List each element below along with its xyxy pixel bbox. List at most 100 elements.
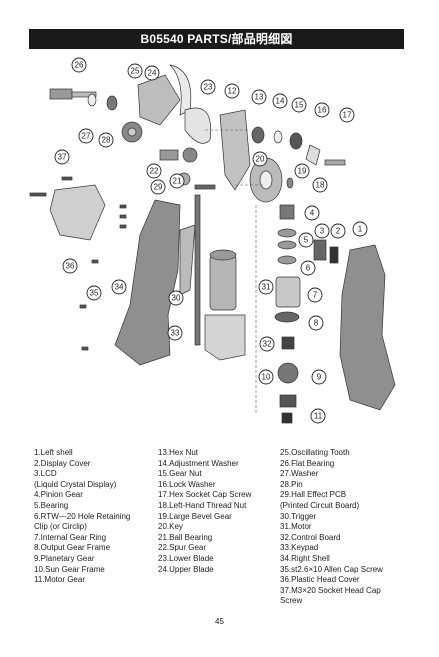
svg-text:29: 29 [154, 183, 163, 192]
legend-item: 5.Bearing [34, 500, 69, 510]
callout-11: 11 [310, 408, 326, 424]
callout-4: 4 [304, 205, 320, 221]
legend-item: 30.Trigger [280, 511, 317, 521]
svg-text:17: 17 [343, 111, 352, 120]
svg-text:35: 35 [90, 289, 99, 298]
legend-item: 3.LCD [34, 469, 57, 479]
svg-text:20: 20 [256, 155, 265, 164]
exploded-parts-diagram: 26 25 24 23 12 13 14 15 16 17 27 28 22 2… [29, 57, 396, 424]
legend-item: 25.Oscillating Tooth [280, 448, 350, 457]
svg-text:24: 24 [148, 69, 157, 78]
legend-item: 21.Ball Bearing [158, 532, 213, 542]
callout-31: 31 [258, 279, 274, 295]
svg-text:1: 1 [358, 225, 363, 234]
callout-35: 35 [86, 285, 102, 301]
callout-25: 25 [127, 63, 143, 79]
svg-text:3: 3 [320, 227, 325, 236]
svg-text:31: 31 [262, 283, 271, 292]
svg-text:13: 13 [255, 93, 264, 102]
svg-text:11: 11 [314, 412, 323, 421]
callout-27: 27 [78, 128, 94, 144]
legend-item: 10.Sun Gear Frame [34, 564, 105, 574]
callout-15: 15 [291, 97, 307, 113]
legend-item: 24.Upper Blade [158, 564, 214, 574]
legend-item: 13.Hex Nut [158, 448, 199, 457]
legend-item: (Liquid Crystal Display) [34, 479, 117, 489]
svg-text:10: 10 [262, 373, 271, 382]
legend-item: 35.st2.6×10 Allen Cap Screw [280, 564, 383, 574]
callout-5: 5 [298, 232, 314, 248]
callout-14: 14 [272, 93, 288, 109]
legend-item: 11.Motor Gear [34, 575, 85, 585]
legend-item: 19.Large Bevel Gear [158, 511, 232, 521]
legend-item: 28.Pin [280, 479, 303, 489]
callout-3: 3 [314, 223, 330, 239]
callout-32: 32 [259, 336, 275, 352]
callout-26: 26 [71, 57, 87, 73]
callout-23: 23 [200, 79, 216, 95]
legend-item: Screw [280, 596, 303, 606]
legend-item: 1.Left shell [34, 448, 73, 457]
callout-1: 1 [352, 221, 368, 237]
callout-19: 19 [294, 163, 310, 179]
svg-text:14: 14 [276, 97, 285, 106]
legend-item: 2.Display Cover [34, 458, 91, 468]
svg-text:15: 15 [295, 101, 304, 110]
page-number: 45 [215, 617, 224, 626]
parts-legend-column-1: 1.Left shell 2.Display Cover 3.LCD (Liqu… [34, 448, 154, 586]
parts-legend-column-2: 13.Hex Nut 14.Adjustment Washer 15.Gear … [158, 448, 278, 575]
parts-legend-column-3: 25.Oscillating Tooth 26.Flat Bearing 27.… [280, 448, 410, 607]
svg-text:22: 22 [150, 167, 159, 176]
svg-text:8: 8 [314, 319, 319, 328]
legend-item: 20.Key [158, 522, 183, 532]
callout-30: 30 [168, 290, 184, 306]
callout-16: 16 [314, 102, 330, 118]
svg-text:28: 28 [102, 136, 111, 145]
legend-item: 33.Keypad [280, 543, 319, 553]
callout-36: 36 [62, 258, 78, 274]
legend-item: Clip (or Circlip) [34, 522, 87, 532]
svg-text:30: 30 [172, 294, 181, 303]
callout-37: 37 [54, 149, 70, 165]
svg-text:18: 18 [316, 181, 325, 190]
legend-item: 8.Output Gear Frame [34, 543, 111, 553]
svg-text:7: 7 [313, 291, 318, 300]
legend-item: 16.Lock Washer [158, 479, 216, 489]
callout-24: 24 [144, 65, 160, 81]
callout-8: 8 [308, 315, 324, 331]
callout-10: 10 [258, 369, 274, 385]
svg-text:19: 19 [298, 167, 307, 176]
svg-text:4: 4 [310, 209, 315, 218]
callout-33: 33 [167, 325, 183, 341]
svg-text:21: 21 [173, 177, 182, 186]
svg-text:36: 36 [66, 262, 75, 271]
svg-text:5: 5 [304, 236, 309, 245]
callout-18: 18 [312, 177, 328, 193]
callout-13: 13 [251, 89, 267, 105]
callout-2: 2 [330, 223, 346, 239]
callout-28: 28 [98, 132, 114, 148]
legend-item: 31.Motor [280, 522, 312, 532]
page-title: B05540 PARTS/部品明细図 [29, 29, 404, 49]
svg-text:32: 32 [263, 340, 272, 349]
svg-text:33: 33 [171, 329, 180, 338]
legend-item: 32.Control Board [280, 532, 341, 542]
legend-item: (Printed Circuit Board) [280, 500, 360, 510]
legend-item: 18.Left-Hand Thread Nut [158, 500, 247, 510]
legend-item: 23.Lower Blade [158, 553, 214, 563]
callout-12: 12 [224, 83, 240, 99]
legend-item: 26.Flat Bearing [280, 458, 335, 468]
svg-text:34: 34 [115, 283, 124, 292]
legend-item: 9.Planetary Gear [34, 553, 95, 563]
legend-item: 4.Pinion Gear [34, 490, 83, 500]
legend-item: 6.RTW—20 Hole Retaining [34, 511, 131, 521]
svg-text:25: 25 [131, 67, 140, 76]
svg-text:23: 23 [204, 83, 213, 92]
svg-text:6: 6 [306, 264, 311, 273]
svg-text:2: 2 [336, 227, 341, 236]
callout-9: 9 [311, 369, 327, 385]
callout-21: 21 [169, 173, 185, 189]
callout-6: 6 [300, 260, 316, 276]
pin-shaft [49, 88, 97, 100]
callout-22: 22 [146, 163, 162, 179]
